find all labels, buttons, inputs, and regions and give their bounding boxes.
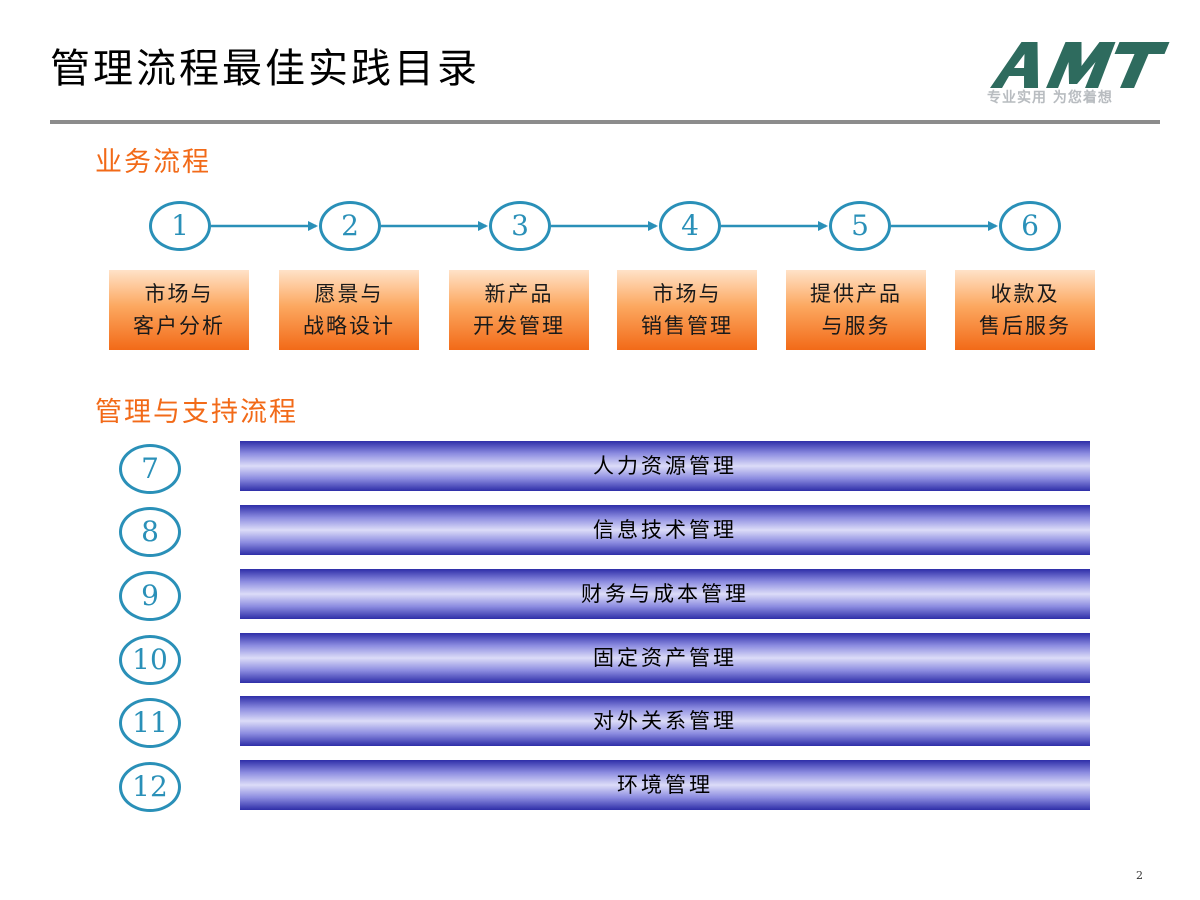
process-box-line: 市场与 — [652, 282, 722, 306]
bar-hr-management[interactable]: 人力资源管理 — [240, 441, 1090, 491]
bar-environment-management[interactable]: 环境管理 — [240, 760, 1090, 810]
step-number-circle: 5 — [829, 201, 891, 251]
process-box-vision-strategy[interactable]: 愿景与 战略设计 — [279, 270, 419, 350]
item-number-circle: 10 — [119, 635, 181, 685]
process-box-line: 售后服务 — [979, 314, 1071, 338]
process-box-product-service[interactable]: 提供产品 与服务 — [786, 270, 926, 350]
process-box-line: 开发管理 — [473, 314, 565, 338]
page-title: 管理流程最佳实践目录 — [50, 46, 480, 92]
bar-it-management[interactable]: 信息技术管理 — [240, 505, 1090, 555]
item-number-circle: 11 — [119, 698, 181, 748]
step-number-circle: 6 — [999, 201, 1061, 251]
process-box-line: 收款及 — [990, 282, 1060, 306]
page-number: 2 — [1136, 869, 1143, 882]
title-divider — [50, 120, 1160, 124]
logo-tagline: 专业实用 为您着想 — [987, 90, 1113, 106]
process-box-collection-aftersales[interactable]: 收款及 售后服务 — [955, 270, 1095, 350]
bar-finance-cost-management[interactable]: 财务与成本管理 — [240, 569, 1090, 619]
bar-fixed-asset-management[interactable]: 固定资产管理 — [240, 633, 1090, 683]
process-box-new-product[interactable]: 新产品 开发管理 — [449, 270, 589, 350]
bar-external-relations-management[interactable]: 对外关系管理 — [240, 696, 1090, 746]
item-number-circle: 12 — [119, 762, 181, 812]
process-box-line: 市场与 — [144, 282, 214, 306]
process-box-line: 愿景与 — [314, 282, 384, 306]
step-number-circle: 1 — [149, 201, 211, 251]
step-number-circle: 2 — [319, 201, 381, 251]
process-box-market-customer[interactable]: 市场与 客户分析 — [109, 270, 249, 350]
item-number-circle: 7 — [119, 444, 181, 494]
process-box-market-sales[interactable]: 市场与 销售管理 — [617, 270, 757, 350]
item-number-circle: 9 — [119, 571, 181, 621]
process-box-line: 销售管理 — [641, 314, 733, 338]
step-number-circle: 3 — [489, 201, 551, 251]
business-process-heading: 业务流程 — [95, 147, 211, 178]
amt-logo — [975, 36, 1170, 108]
step-number-circle: 4 — [659, 201, 721, 251]
process-box-line: 与服务 — [821, 314, 891, 338]
process-box-line: 战略设计 — [303, 314, 395, 338]
process-box-line: 客户分析 — [133, 314, 225, 338]
process-box-line: 新产品 — [484, 282, 554, 306]
amt-logo-icon — [990, 42, 1170, 88]
support-process-heading: 管理与支持流程 — [95, 397, 298, 428]
item-number-circle: 8 — [119, 507, 181, 557]
process-box-line: 提供产品 — [810, 282, 902, 306]
